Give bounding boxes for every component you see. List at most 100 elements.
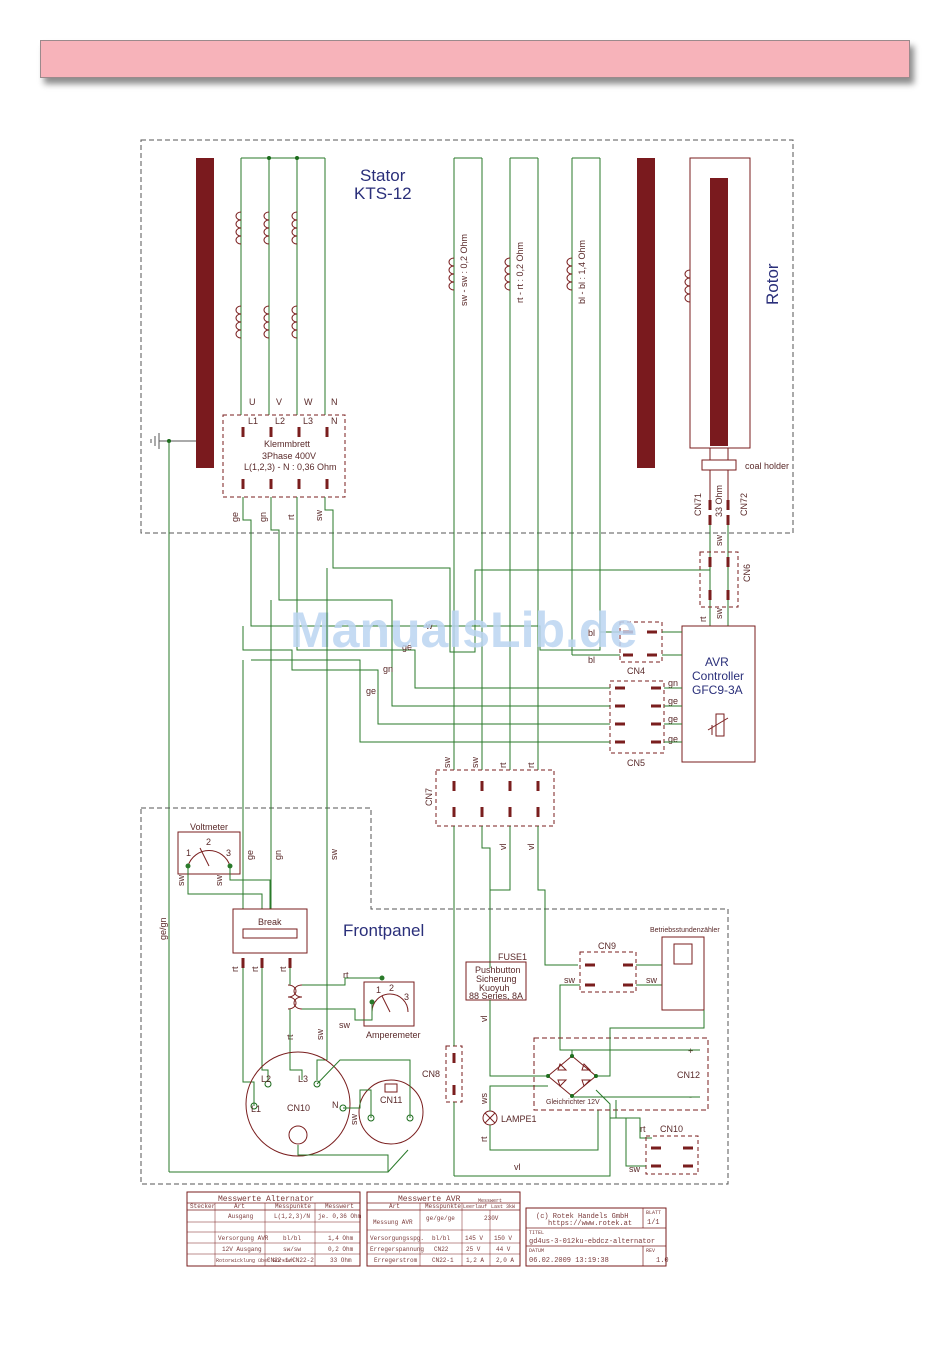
cn7-wire-3: rt: [498, 762, 508, 768]
voltmeter-frame: [177, 831, 241, 875]
watermark: ManualsLib.de: [290, 602, 637, 658]
terminal-l3-label: L3: [303, 416, 313, 426]
lamp-label: LAMPE1: [501, 1114, 537, 1124]
cn72-label: CN72: [739, 493, 749, 516]
header-banner: [40, 40, 910, 78]
cn9-wire-1: sw: [564, 975, 576, 985]
cn5-pin-4: ge: [668, 734, 678, 744]
table1-r5-mp: CN22-1/CN22-2: [267, 1257, 314, 1264]
cn4-wire-bl-1: bl: [588, 628, 595, 638]
coil-v-2: [263, 305, 270, 339]
cn5-pin-2: ge: [668, 696, 678, 706]
cn10-socket[interactable]: [245, 1051, 351, 1157]
avr-title: AVR: [705, 655, 729, 669]
table1-r1-art: Ausgang: [228, 1213, 254, 1220]
avr-controller: [681, 625, 756, 763]
table2-r3-last: 44 V: [496, 1246, 511, 1253]
rotor-resistance: 33 Ohm: [714, 485, 724, 517]
cn4-connector: [619, 621, 663, 663]
tb-blatt: 1/1: [647, 1219, 660, 1227]
cn12-label: CN12: [677, 1070, 700, 1080]
fuse-line1: Pushbutton: [475, 965, 521, 975]
hour-counter-label: Betriebsstundenzähler: [650, 927, 720, 934]
terminal-l2-label: L2: [275, 416, 285, 426]
amperemeter-gauge-icon: [371, 993, 409, 1013]
cn7-vl-2: vl: [526, 844, 536, 851]
table-avr: [366, 1191, 521, 1267]
cn7-wire-2: sw: [470, 757, 480, 769]
tb-url: https://www.rotek.at: [548, 1220, 632, 1228]
cn10-wire-sw: sw: [629, 1164, 641, 1174]
fuse-vl-label: vl: [479, 1016, 489, 1023]
table1-h-art: Art: [234, 1203, 245, 1210]
table2-subheader: Messwert: [478, 1198, 502, 1204]
ground-icon: [150, 433, 196, 449]
avr-subtitle: Controller: [692, 669, 744, 683]
cn6-wire-1: sw: [714, 535, 724, 547]
fuse-line4: 88 Series, 8A: [469, 991, 523, 1001]
table1-h-stecker: Stecker: [190, 1203, 216, 1210]
cn71-label: CN71: [693, 493, 703, 516]
cn7-connector: [435, 769, 555, 827]
lamp-wire-rt: rt: [479, 1136, 489, 1142]
am-num-1: 1: [376, 985, 381, 995]
table1-r3-mp: bl/bl: [283, 1235, 301, 1242]
table2-r4-mp: CN22-1: [432, 1257, 454, 1264]
cn4-label: CN4: [627, 666, 645, 676]
table2-r2-leer: 145 V: [465, 1235, 483, 1242]
table1-r3-art: Versorgung AVR: [218, 1235, 269, 1242]
frontpanel-boundary: [140, 807, 729, 1185]
table1-r4-mp: sw/sw: [283, 1246, 301, 1253]
am-wire-sw-1: sw: [339, 1020, 351, 1030]
table2-h-mp: Messpunkte: [425, 1203, 461, 1210]
table1-title: Messwerte Alternator: [218, 1195, 314, 1204]
lamp1-icon: [482, 1110, 498, 1126]
phase-u-label: U: [249, 397, 256, 407]
coil-rotor: [684, 269, 691, 303]
fuse1-pushbutton[interactable]: [465, 961, 527, 1001]
cn11-wire-label: sw: [349, 1114, 359, 1126]
table1-h-messpunkte: Messpunkte: [275, 1203, 311, 1210]
winding-sw-label: sw - sw : 0,2 Ohm: [459, 234, 469, 306]
am-num-3: 3: [404, 992, 409, 1002]
phase-w-label: W: [304, 397, 313, 407]
break-wire-1: rt: [230, 966, 240, 972]
tb-blatt-label: BLATT: [646, 1210, 661, 1216]
cn11-socket[interactable]: [358, 1079, 424, 1145]
cn9-connector: [579, 951, 637, 993]
table2-r1-art: Messung AVR: [373, 1219, 413, 1226]
wire-sw-label: sw: [314, 510, 324, 522]
wire-rt-label: rt: [286, 514, 296, 520]
coil-w-1: [291, 211, 298, 245]
table1-r3-mw: 1,4 Ohm: [328, 1235, 354, 1242]
cn5-pin-1: gn: [668, 678, 678, 688]
break-switch[interactable]: [232, 908, 308, 954]
table2-h-last: Last 3kW: [491, 1204, 515, 1210]
rotor-frame: [689, 157, 751, 449]
cn5-pin-3: ge: [668, 714, 678, 724]
table1-h-messwert: Messwert: [325, 1203, 354, 1210]
cn10-connector: [645, 1135, 699, 1175]
cn10-socket-label: CN10: [287, 1103, 310, 1113]
wire-gn-label: gn: [258, 512, 268, 522]
socket-pin-l1: L1: [251, 1104, 261, 1114]
table1-r1-mw: je. 0,36 Ohm: [318, 1213, 362, 1220]
lamp-wire-ws: ws: [479, 1093, 489, 1105]
cn6-wire-3: rt: [698, 616, 708, 622]
current-transformer: [287, 984, 303, 1010]
table1-r5-art: Rotorwicklung über Bürsten: [216, 1258, 294, 1264]
table2-r2-last: 150 V: [494, 1235, 512, 1242]
tb-titel: gd4us-3-012ku-ebdcz-alternator: [529, 1238, 655, 1246]
winding-rt-label: rt - rt : 0,2 Ohm: [515, 242, 525, 303]
wire-ge-label: ge: [230, 512, 240, 522]
cn7-label: CN7: [424, 788, 434, 806]
vm-num-1: 1: [186, 848, 191, 858]
cn9-label: CN9: [598, 941, 616, 951]
stator-core-left: [196, 158, 214, 468]
fp-wire-gn: gn: [273, 850, 283, 860]
table2-r1-last: 230V: [484, 1215, 499, 1222]
klemmbrett-voltage: 3Phase 400V: [262, 451, 316, 461]
stator-boundary: [140, 139, 794, 534]
am-wire-sw-2: sw: [315, 1029, 325, 1041]
